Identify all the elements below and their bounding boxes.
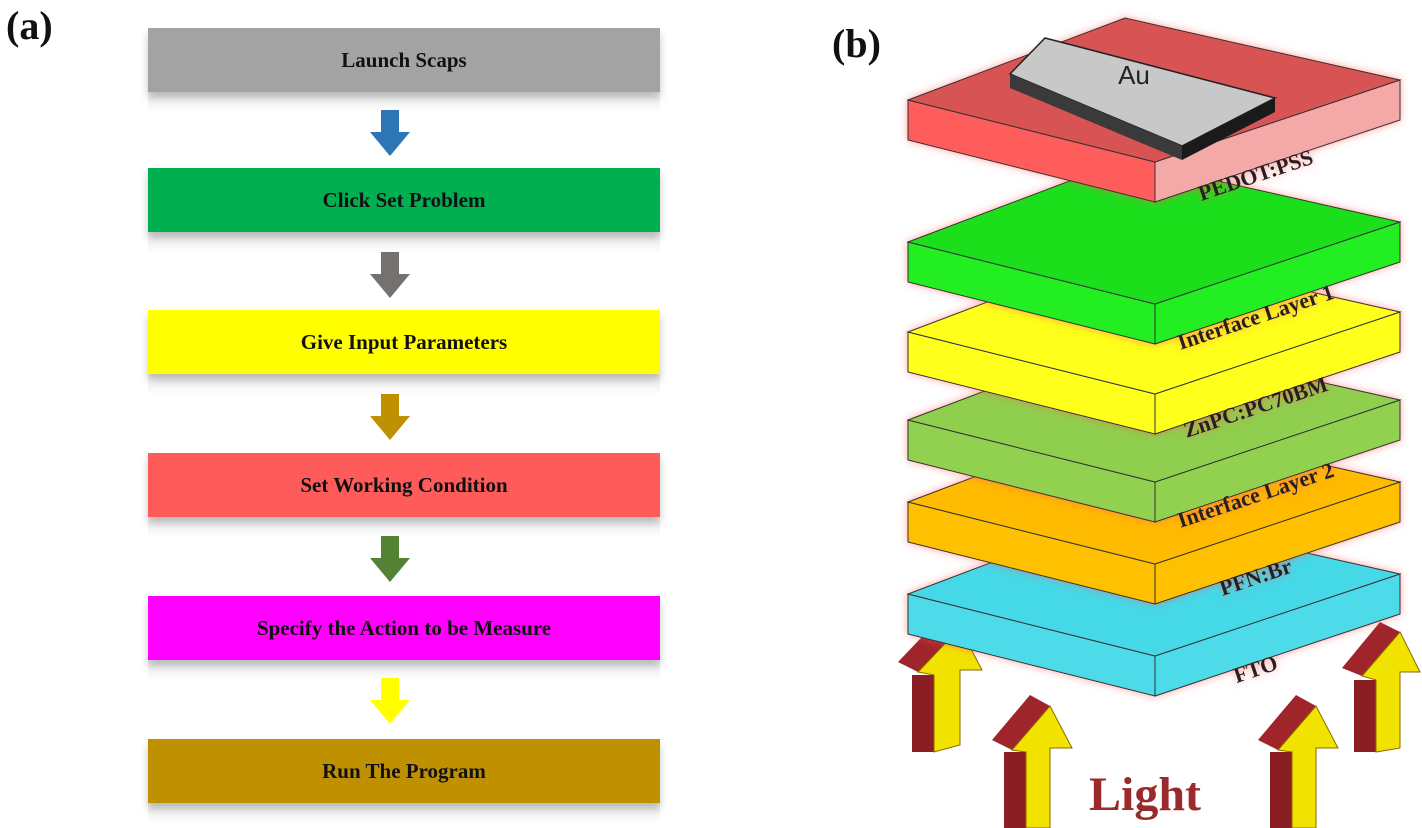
panel-b-label: (b)	[832, 21, 881, 66]
step-label: Launch Scaps	[341, 47, 467, 72]
light-arrows	[898, 618, 1421, 828]
down-arrow-icon	[370, 536, 410, 582]
au-contact-front	[1010, 74, 1182, 160]
au-label: Au	[1118, 60, 1150, 90]
step-give-input-parameters: Give Input Parameters	[148, 310, 660, 396]
step-label: Run The Program	[322, 758, 486, 783]
step-label: Set Working Condition	[300, 472, 508, 497]
arrow-shape	[370, 394, 410, 440]
light-arrow-icon	[992, 695, 1073, 828]
arrow-shape	[370, 678, 410, 724]
step-label: Specify the Action to be Measure	[256, 615, 552, 640]
down-arrow-icon	[370, 252, 410, 298]
layer-top-face	[906, 159, 1402, 305]
light-arrow-icon	[1342, 622, 1421, 753]
step-specify-action: Specify the Action to be Measure	[148, 596, 660, 682]
au-contact: Au	[1008, 37, 1278, 160]
arrow-shape	[370, 110, 410, 156]
panel-a-label: (a)	[6, 3, 53, 48]
down-arrow-icon	[370, 110, 410, 156]
arrow-shape	[370, 252, 410, 298]
arrow-shape	[370, 536, 410, 582]
down-arrow-icon	[370, 678, 410, 724]
step-run-program: Run The Program	[148, 739, 660, 825]
step-launch-scaps: Launch Scaps	[148, 28, 660, 114]
step-set-working-condition: Set Working Condition	[148, 453, 660, 539]
step-label: Click Set Problem	[322, 187, 486, 212]
step-label: Give Input Parameters	[300, 329, 508, 354]
down-arrow-icon	[370, 394, 410, 440]
au-contact-side	[1182, 98, 1275, 160]
light-label: Light	[1089, 768, 1201, 821]
light-arrow-icon	[1258, 695, 1339, 828]
step-click-set-problem: Click Set Problem	[148, 168, 660, 254]
